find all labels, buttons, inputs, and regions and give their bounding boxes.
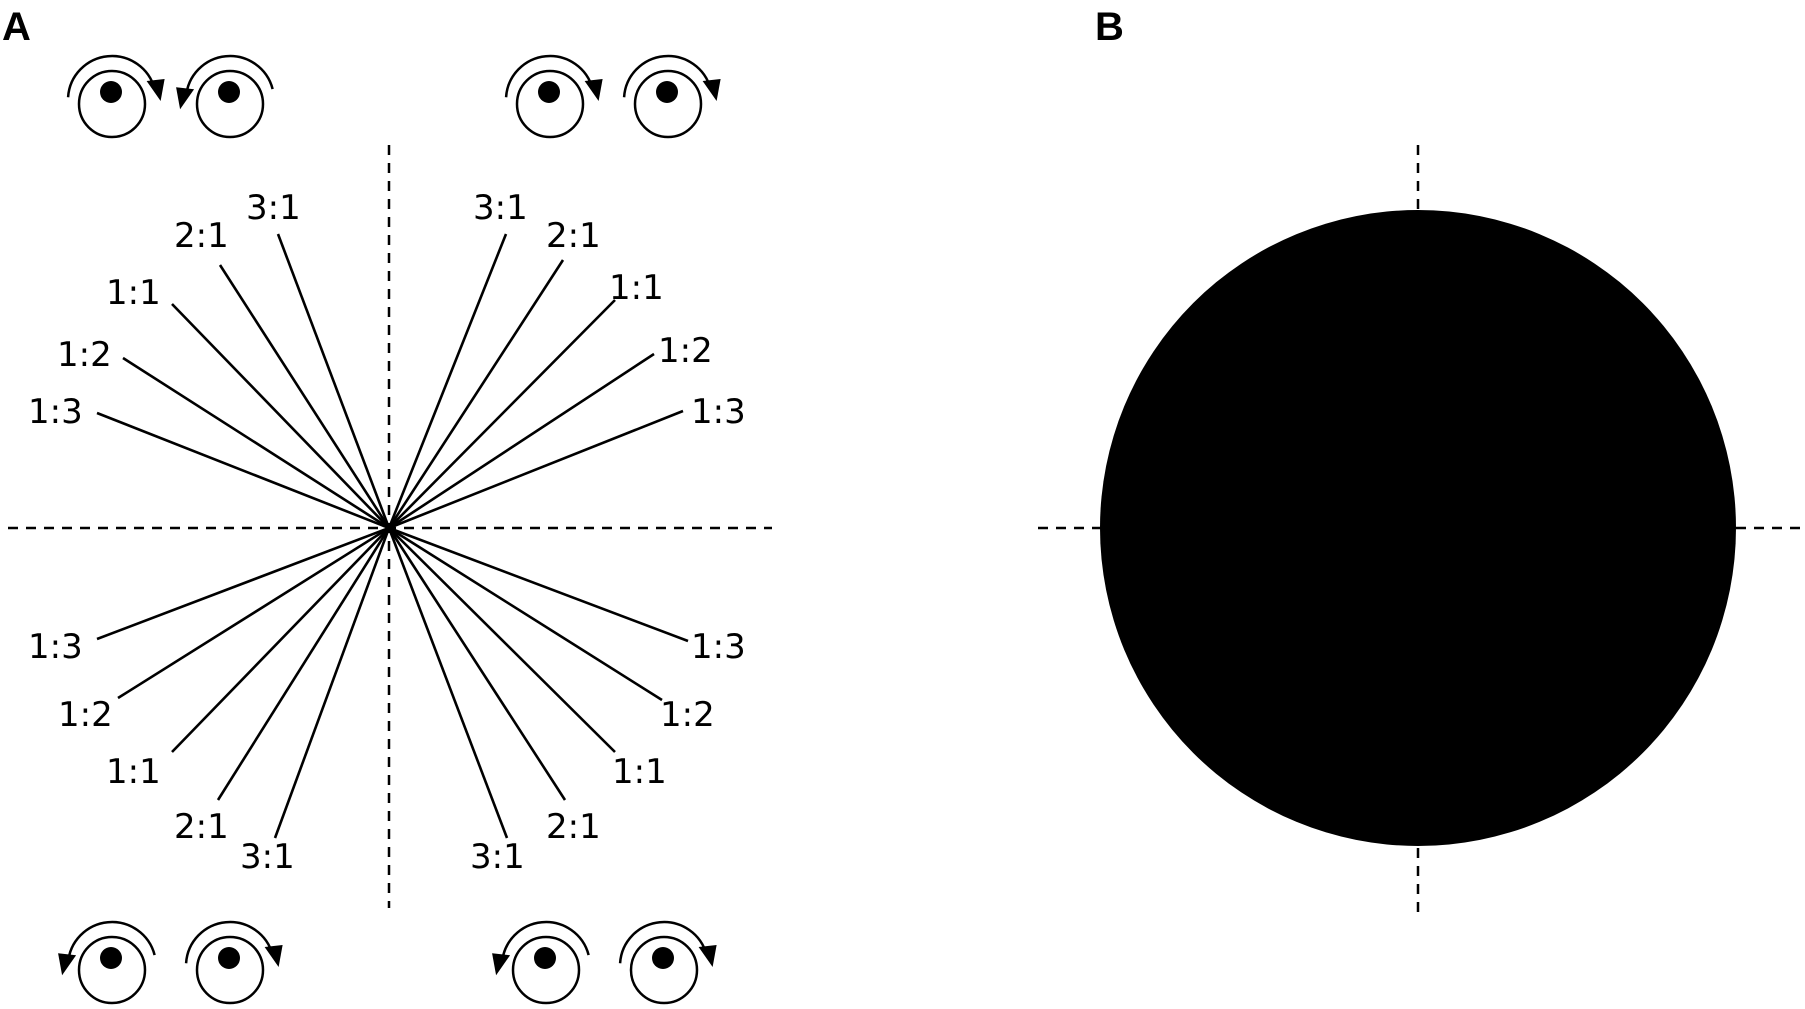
ray-label-upper-left: 3:1: [246, 188, 301, 228]
rotation-arc: [504, 54, 594, 98]
rotation-arc: [184, 920, 274, 964]
eye-icon: [622, 54, 721, 139]
eye-icon-group: [58, 54, 721, 1005]
ray-label-lower-right: 3:1: [470, 837, 525, 877]
arrow-clockwise-icon: [584, 79, 603, 102]
eye-icon: [492, 920, 590, 1005]
ray-upper-right-1-1: [388, 299, 616, 529]
ray-label-upper-left: 2:1: [174, 216, 229, 256]
arrow-clockwise-icon: [146, 79, 165, 102]
ray-lower-left-1-1: [171, 527, 390, 753]
ray-label-upper-left: 1:1: [106, 273, 161, 313]
ray-lower-left-1-2: [117, 526, 390, 700]
ray-group: [96, 233, 689, 839]
eyeball-outline: [515, 69, 585, 139]
rotation-arc: [500, 920, 590, 964]
ray-upper-left-1-3: [96, 411, 390, 530]
ray-upper-left-1-1: [171, 303, 390, 529]
arrow-counterclockwise-icon: [492, 953, 511, 976]
arrow-clockwise-icon: [702, 79, 721, 102]
ray-label-upper-right: 3:1: [473, 188, 528, 228]
eye-icon: [504, 54, 603, 139]
ray-label-lower-right: 1:3: [691, 627, 746, 667]
panel-label-a: A: [2, 5, 31, 49]
eyeball-outline: [195, 935, 265, 1005]
pupil: [218, 81, 240, 103]
ray-label-lower-right: 1:2: [660, 695, 715, 735]
ray-label-lower-right: 1:1: [612, 752, 667, 792]
ray-lower-left-2-1: [216, 527, 391, 801]
arrow-counterclockwise-icon: [58, 953, 77, 976]
eyeball-outline: [511, 935, 581, 1005]
ray-upper-right-2-1: [387, 259, 565, 529]
arrow-clockwise-icon: [264, 945, 283, 968]
eye-icon: [176, 54, 274, 139]
ray-lower-left-3-1: [273, 527, 391, 839]
pupil: [100, 81, 122, 103]
ray-label-upper-left: 1:3: [28, 392, 83, 432]
ray-label-lower-right: 2:1: [546, 807, 601, 847]
pupil: [652, 947, 674, 969]
ray-label-upper-right: 1:1: [609, 268, 664, 308]
rotation-arc: [622, 54, 712, 98]
ray-lower-right-3-1: [387, 527, 509, 839]
ray-upper-right-1-3: [388, 409, 684, 530]
ray-label-lower-left: 3:1: [240, 837, 295, 877]
ray-lower-right-1-1: [388, 527, 616, 753]
arrow-counterclockwise-icon: [176, 87, 195, 110]
ray-upper-left-3-1: [276, 233, 391, 529]
pupil: [656, 81, 678, 103]
eyeball-outline: [77, 935, 147, 1005]
ray-upper-right-1-2: [388, 352, 655, 530]
ray-upper-right-3-1: [387, 233, 508, 529]
pupil: [218, 947, 240, 969]
rotation-arc: [66, 920, 156, 964]
eye-icon: [618, 920, 717, 1005]
ray-lower-right-1-3: [388, 526, 689, 643]
pupil: [538, 81, 560, 103]
eyeball-outline: [629, 935, 699, 1005]
eye-icon: [184, 920, 283, 1005]
ray-label-upper-right: 2:1: [546, 216, 601, 256]
eye-icon: [58, 920, 156, 1005]
eyeball-outline: [77, 69, 147, 139]
pupil: [100, 947, 122, 969]
ray-lower-right-1-2: [388, 526, 663, 702]
panel-label-b: B: [1095, 5, 1124, 49]
eyeball-outline: [195, 69, 265, 139]
ray-label-lower-left: 1:2: [58, 695, 113, 735]
arrow-clockwise-icon: [698, 945, 717, 968]
ray-lower-left-1-3: [96, 526, 390, 641]
ray-label-upper-right: 1:2: [658, 331, 713, 371]
pupil: [534, 947, 556, 969]
ray-label-upper-right: 1:3: [691, 392, 746, 432]
rotation-arc: [184, 54, 274, 98]
rotation-arc: [618, 920, 708, 964]
ray-lower-right-2-1: [387, 527, 567, 801]
ray-label-lower-left: 1:1: [106, 752, 161, 792]
rotation-arc: [66, 54, 156, 98]
eye-icon: [66, 54, 165, 139]
ray-upper-left-2-1: [218, 264, 391, 529]
panel-b: [1038, 145, 1800, 912]
ray-label-upper-left: 1:2: [57, 335, 112, 375]
ray-label-lower-left: 2:1: [174, 807, 229, 847]
eyeball-outline: [633, 69, 703, 139]
black-disc: [1100, 210, 1736, 846]
ray-upper-left-1-2: [122, 356, 390, 530]
ray-label-lower-left: 1:3: [28, 627, 83, 667]
